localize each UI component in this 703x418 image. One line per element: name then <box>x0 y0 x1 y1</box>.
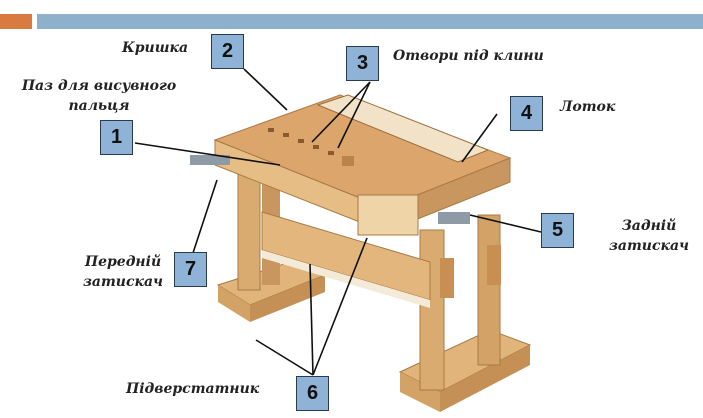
label-groove: Паз для висувного пальця <box>18 76 180 116</box>
label-groove-line2: пальця <box>68 98 130 114</box>
label-lid: Кришка <box>122 40 189 56</box>
header-bar <box>37 14 703 29</box>
number-box-6: 6 <box>296 376 329 411</box>
number-box-4: 4 <box>510 96 543 131</box>
number-box-2: 2 <box>211 34 244 69</box>
label-front-clamp-line1: Передній <box>84 254 162 270</box>
label-rear-clamp-line1: Задній <box>621 218 677 234</box>
number-box-5: 5 <box>541 213 574 248</box>
label-front-clamp-line2: затискач <box>82 274 164 290</box>
number-box-3: 3 <box>346 46 379 81</box>
label-rear-clamp: Задній затискач <box>604 216 694 256</box>
number-box-7: 7 <box>174 252 207 287</box>
label-tray: Лоток <box>560 99 616 115</box>
label-groove-line1: Паз для висувного <box>21 78 177 94</box>
label-rear-clamp-line2: затискач <box>608 238 690 254</box>
tray-slot <box>316 94 490 163</box>
label-base: Підверстатник <box>126 381 260 397</box>
label-holes: Отвори під клини <box>393 48 544 64</box>
header-accent <box>0 14 32 29</box>
number-box-1: 1 <box>100 120 133 155</box>
label-front-clamp: Передній затискач <box>78 252 168 292</box>
